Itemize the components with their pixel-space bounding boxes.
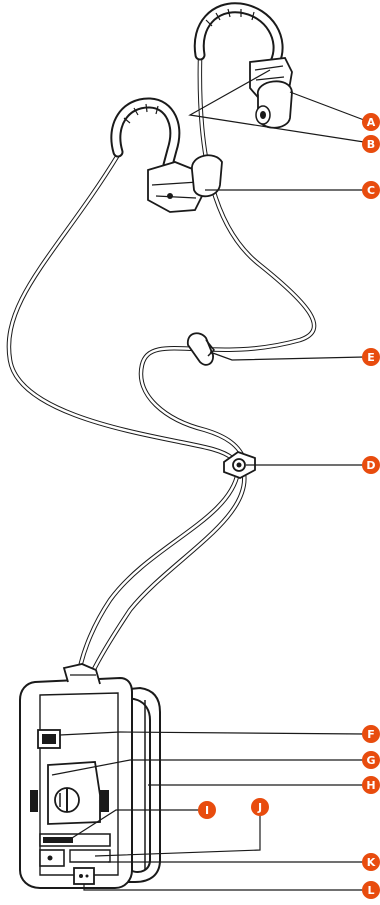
svg-text:K: K xyxy=(367,856,376,869)
svg-text:I: I xyxy=(205,804,209,817)
svg-text:E: E xyxy=(367,351,375,364)
right-earbud xyxy=(199,8,292,128)
callout-k: K xyxy=(362,853,380,871)
svg-text:A: A xyxy=(367,116,376,129)
callout-e: E xyxy=(362,348,380,366)
callout-g: G xyxy=(362,751,380,769)
callout-j: J xyxy=(251,798,269,816)
callout-d: D xyxy=(362,456,380,474)
callout-l: L xyxy=(362,881,380,899)
bottom-button xyxy=(74,868,94,884)
svg-text:J: J xyxy=(257,801,262,814)
svg-text:G: G xyxy=(366,754,375,767)
callout-a: A xyxy=(362,113,380,131)
left-earbud xyxy=(116,103,222,212)
callout-h: H xyxy=(362,776,380,794)
svg-text:D: D xyxy=(366,459,375,472)
svg-text:H: H xyxy=(366,779,375,792)
svg-text:L: L xyxy=(367,884,374,897)
callout-c: C xyxy=(362,181,380,199)
callout-i: I xyxy=(198,801,216,819)
svg-text:F: F xyxy=(367,728,375,741)
cable xyxy=(9,60,314,682)
callout-b: B xyxy=(362,135,380,153)
cable-clip xyxy=(188,333,214,365)
svg-text:B: B xyxy=(367,138,375,151)
svg-text:C: C xyxy=(367,184,375,197)
leader-e xyxy=(210,352,364,360)
callout-f: F xyxy=(362,725,380,743)
leader-a xyxy=(290,92,364,120)
